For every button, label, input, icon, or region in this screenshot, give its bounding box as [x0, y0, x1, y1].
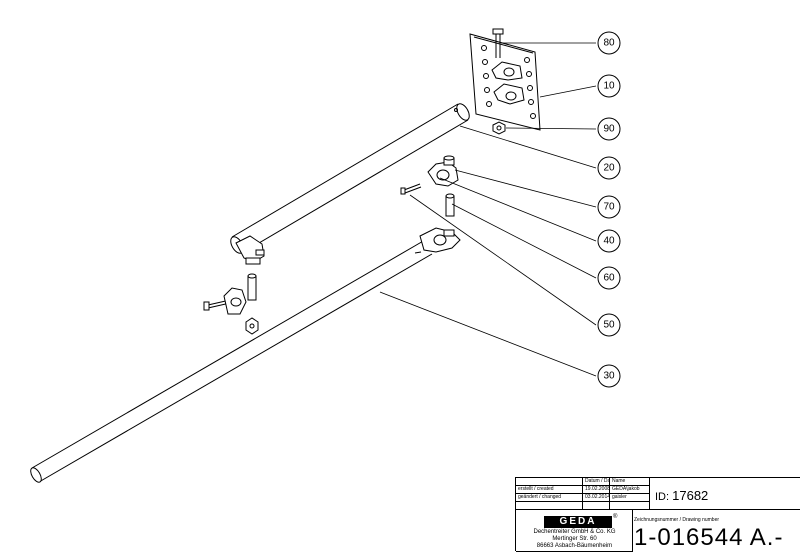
created-label: erstellt / created [516, 486, 583, 494]
callout-50: 50 [597, 313, 621, 337]
blank-cell [610, 502, 650, 510]
svg-text:80: 80 [603, 38, 615, 49]
svg-text:50: 50 [603, 320, 615, 331]
svg-text:30: 30 [603, 371, 615, 382]
pin-part-60 [445, 193, 455, 217]
created-name: GEDA\jakob [610, 486, 650, 494]
callout-90: 90 [597, 117, 621, 141]
id-label: ID: [655, 491, 670, 503]
svg-text:20: 20 [603, 163, 615, 174]
svg-text:10: 10 [603, 81, 615, 92]
callout-60: 60 [597, 266, 621, 290]
callout-70: 70 [597, 195, 621, 219]
svg-text:90: 90 [603, 124, 615, 135]
svg-text:40: 40 [603, 236, 615, 247]
callout-80: 80 [597, 31, 621, 55]
id-value: 17682 [672, 488, 709, 503]
long-tube-part-30 [30, 227, 461, 483]
blank-cell [516, 502, 583, 510]
clamp-part-70 [427, 155, 459, 187]
date-header: Datum / Date [583, 478, 610, 486]
clamp-set-part-50 [203, 273, 259, 335]
created-date: 19.02.2008 [583, 486, 610, 494]
id-box [650, 478, 800, 510]
changed-name: gaisler [610, 494, 650, 502]
callout-30: 30 [597, 364, 621, 388]
changed-date: 03.02.2014 [583, 494, 610, 502]
bolt-part-80 [492, 28, 504, 58]
id-field: ID: 17682 [655, 488, 708, 503]
screw-part-40 [400, 183, 422, 195]
callout-10: 10 [597, 74, 621, 98]
changed-label: geändert / changed [516, 494, 583, 502]
drawing-number-label: Zeichnungsnummer / Drawing number [634, 517, 720, 523]
drawing-number: 1-016544 A.- [634, 524, 784, 551]
callout-40: 40 [597, 229, 621, 253]
leader-lines [379, 42, 597, 377]
mounting-plate-part-10 [469, 33, 541, 131]
svg-text:70: 70 [603, 202, 615, 213]
company-name: Dechentreiter GmbH & Co. KG [533, 529, 616, 535]
title-block: Datum / Date Name erstellt / created 19.… [515, 477, 800, 552]
geda-logo: GEDA [544, 516, 612, 528]
short-tube-part-20 [230, 103, 470, 265]
nut-part-90 [492, 121, 506, 135]
svg-text:60: 60 [603, 273, 615, 284]
callout-20: 20 [597, 156, 621, 180]
company-city: 86663 Asbach-Bäumenheim [536, 543, 613, 549]
name-header: Name [610, 478, 650, 486]
title-block-corner [516, 478, 583, 486]
blank-cell [583, 502, 610, 510]
registered-mark: ® [613, 514, 618, 520]
company-street: Mertinger Str. 60 [552, 536, 597, 542]
